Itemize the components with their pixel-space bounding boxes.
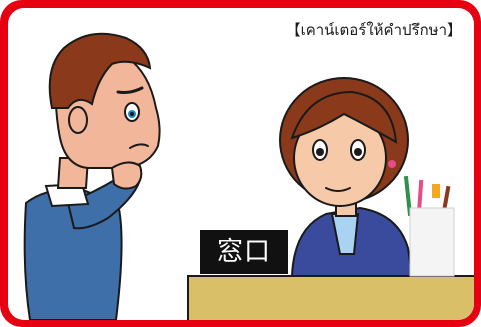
man-hair	[48, 32, 152, 109]
man-hand	[110, 161, 143, 190]
clerk-bangs	[290, 90, 398, 144]
illustration-panel: 【เคาน์เตอร์ให้คำปรึกษา】 窓口	[8, 8, 474, 320]
counter-sign: 窓口	[200, 230, 288, 274]
man-brow	[116, 86, 144, 94]
worried-man	[23, 32, 161, 320]
pen-cup	[403, 175, 455, 277]
counter-desk	[187, 275, 474, 320]
man-ear	[68, 106, 88, 134]
clerk-mouth	[325, 187, 351, 192]
clerk-earring	[388, 160, 396, 168]
man-mouth	[129, 143, 149, 149]
caption-title: 【เคาน์เตอร์ให้คำปรึกษา】	[285, 21, 462, 39]
counter-scene	[23, 32, 474, 320]
clerk-woman	[279, 77, 414, 277]
